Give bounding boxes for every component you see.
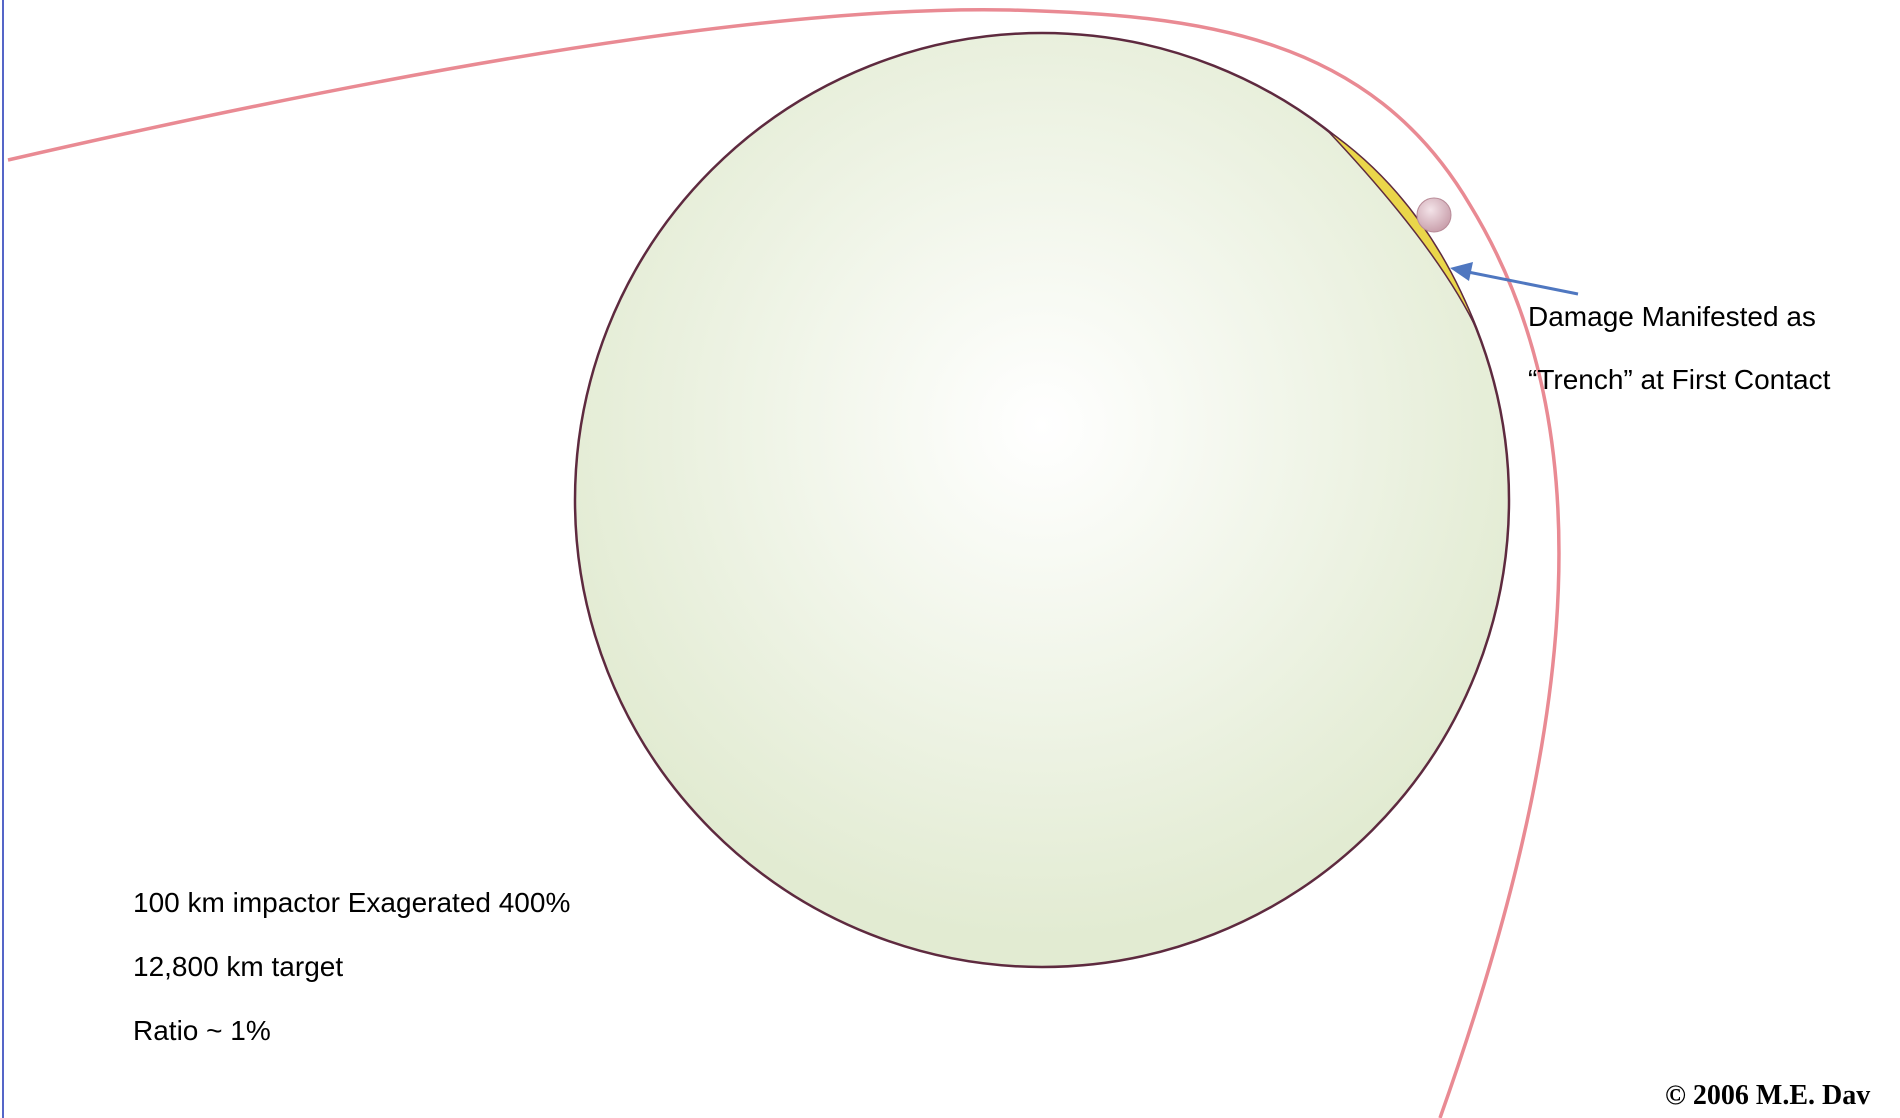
callout-arrow-head [1450, 262, 1473, 281]
note-target-size: 12,800 km target [133, 951, 344, 982]
impactor-trajectory [7, 7, 1561, 1118]
impactor [1416, 197, 1452, 233]
callout-arrow-shaft [1467, 270, 1579, 296]
callout-label-line2: “Trench” at First Contact [1528, 364, 1831, 395]
note-ratio: Ratio ~ 1% [133, 1015, 271, 1046]
damage-trench [1326, 129, 1479, 333]
target-planet [573, 31, 1511, 969]
callout-label-line1: Damage Manifested as [1528, 301, 1816, 332]
copyright-notice: © 2006 M.E. Dav [1665, 1080, 1871, 1111]
note-impactor-size: 100 km impactor Exagerated 400% [133, 887, 571, 918]
